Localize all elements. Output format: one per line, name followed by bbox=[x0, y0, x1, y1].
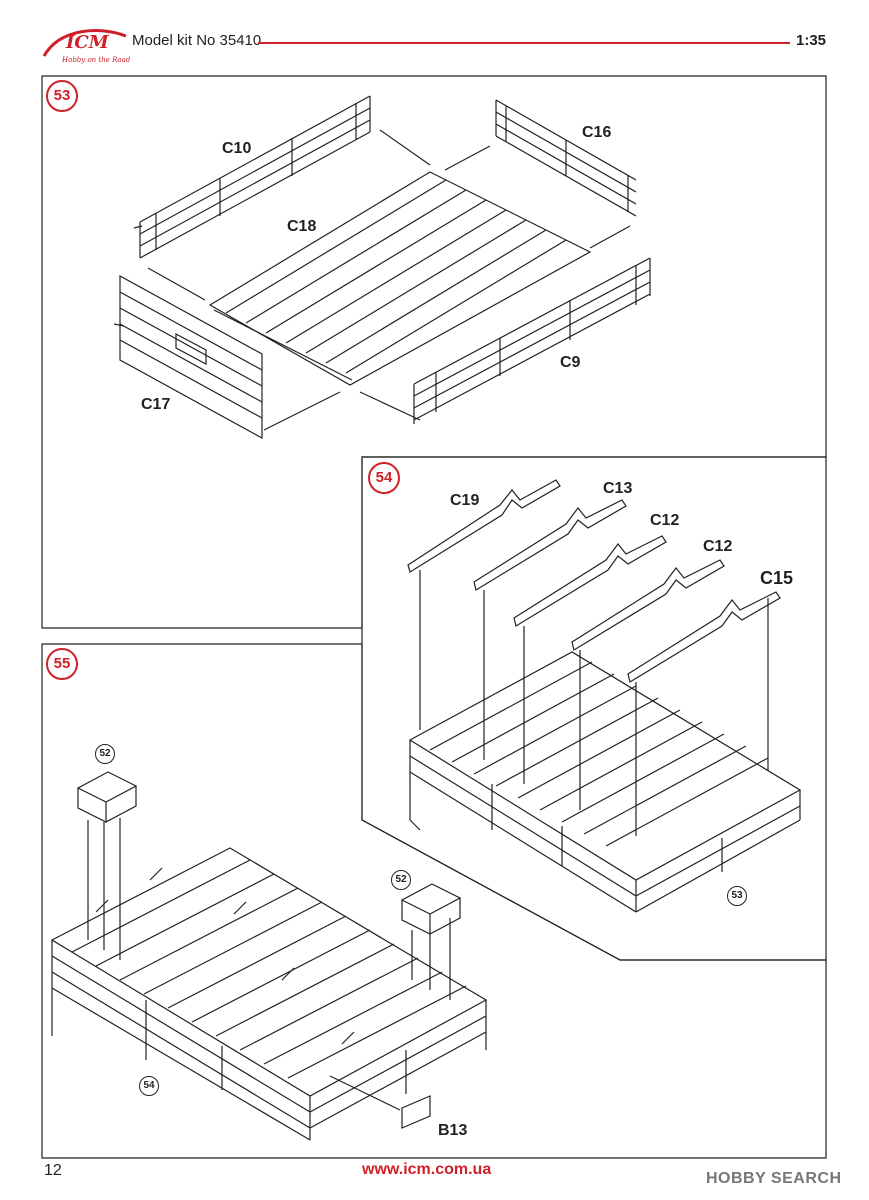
step-55-badge: 55 bbox=[46, 648, 78, 680]
part-c17 bbox=[113, 274, 263, 440]
ref-step-53: 53 bbox=[727, 886, 747, 906]
part-c15 bbox=[627, 591, 781, 683]
label-c16: C16 bbox=[582, 124, 612, 141]
label-c13: C13 bbox=[603, 480, 633, 497]
logo-text: ICM bbox=[65, 32, 110, 53]
website-link[interactable]: www.icm.com.ua bbox=[362, 1161, 492, 1178]
assembled-bed-step-55 bbox=[50, 847, 488, 1141]
label-b13: B13 bbox=[438, 1122, 468, 1139]
part-c19 bbox=[407, 479, 561, 573]
part-c16 bbox=[495, 99, 637, 217]
hobby-search-watermark: HOBBY SEARCH bbox=[706, 1170, 842, 1187]
part-52-box-right bbox=[400, 883, 462, 935]
label-c12-b: C12 bbox=[703, 538, 733, 555]
label-c18: C18 bbox=[287, 218, 317, 235]
part-b13 bbox=[401, 1095, 431, 1129]
icm-logo: ICM Hobby on the Road bbox=[40, 22, 130, 68]
label-c9: C9 bbox=[560, 354, 581, 371]
label-c19: C19 bbox=[450, 492, 480, 509]
header-rule bbox=[258, 42, 790, 44]
ref-step-52-right: 52 bbox=[391, 870, 411, 890]
logo-tagline: Hobby on the Road bbox=[61, 56, 130, 64]
part-c12-a bbox=[513, 535, 667, 627]
part-c10 bbox=[133, 95, 371, 259]
part-c13 bbox=[473, 499, 627, 591]
scale-label: 1:35 bbox=[796, 32, 827, 49]
model-kit-number: Model kit No 35410 bbox=[132, 32, 262, 49]
label-c10: C10 bbox=[222, 140, 252, 157]
step-54-badge: 54 bbox=[368, 462, 400, 494]
assembled-bed-step-54 bbox=[408, 651, 802, 913]
label-c17: C17 bbox=[141, 396, 171, 413]
part-c12-b bbox=[571, 559, 725, 651]
label-c15: C15 bbox=[760, 568, 794, 588]
part-c18 bbox=[208, 171, 592, 386]
page-number: 12 bbox=[44, 1162, 62, 1179]
part-c9 bbox=[413, 257, 651, 424]
ref-step-52-left: 52 bbox=[95, 744, 115, 764]
step-55-frame bbox=[41, 643, 827, 1159]
ref-step-54: 54 bbox=[139, 1076, 159, 1096]
step-53-badge: 53 bbox=[46, 80, 78, 112]
label-c12-a: C12 bbox=[650, 512, 680, 529]
part-52-box-left bbox=[76, 771, 138, 823]
